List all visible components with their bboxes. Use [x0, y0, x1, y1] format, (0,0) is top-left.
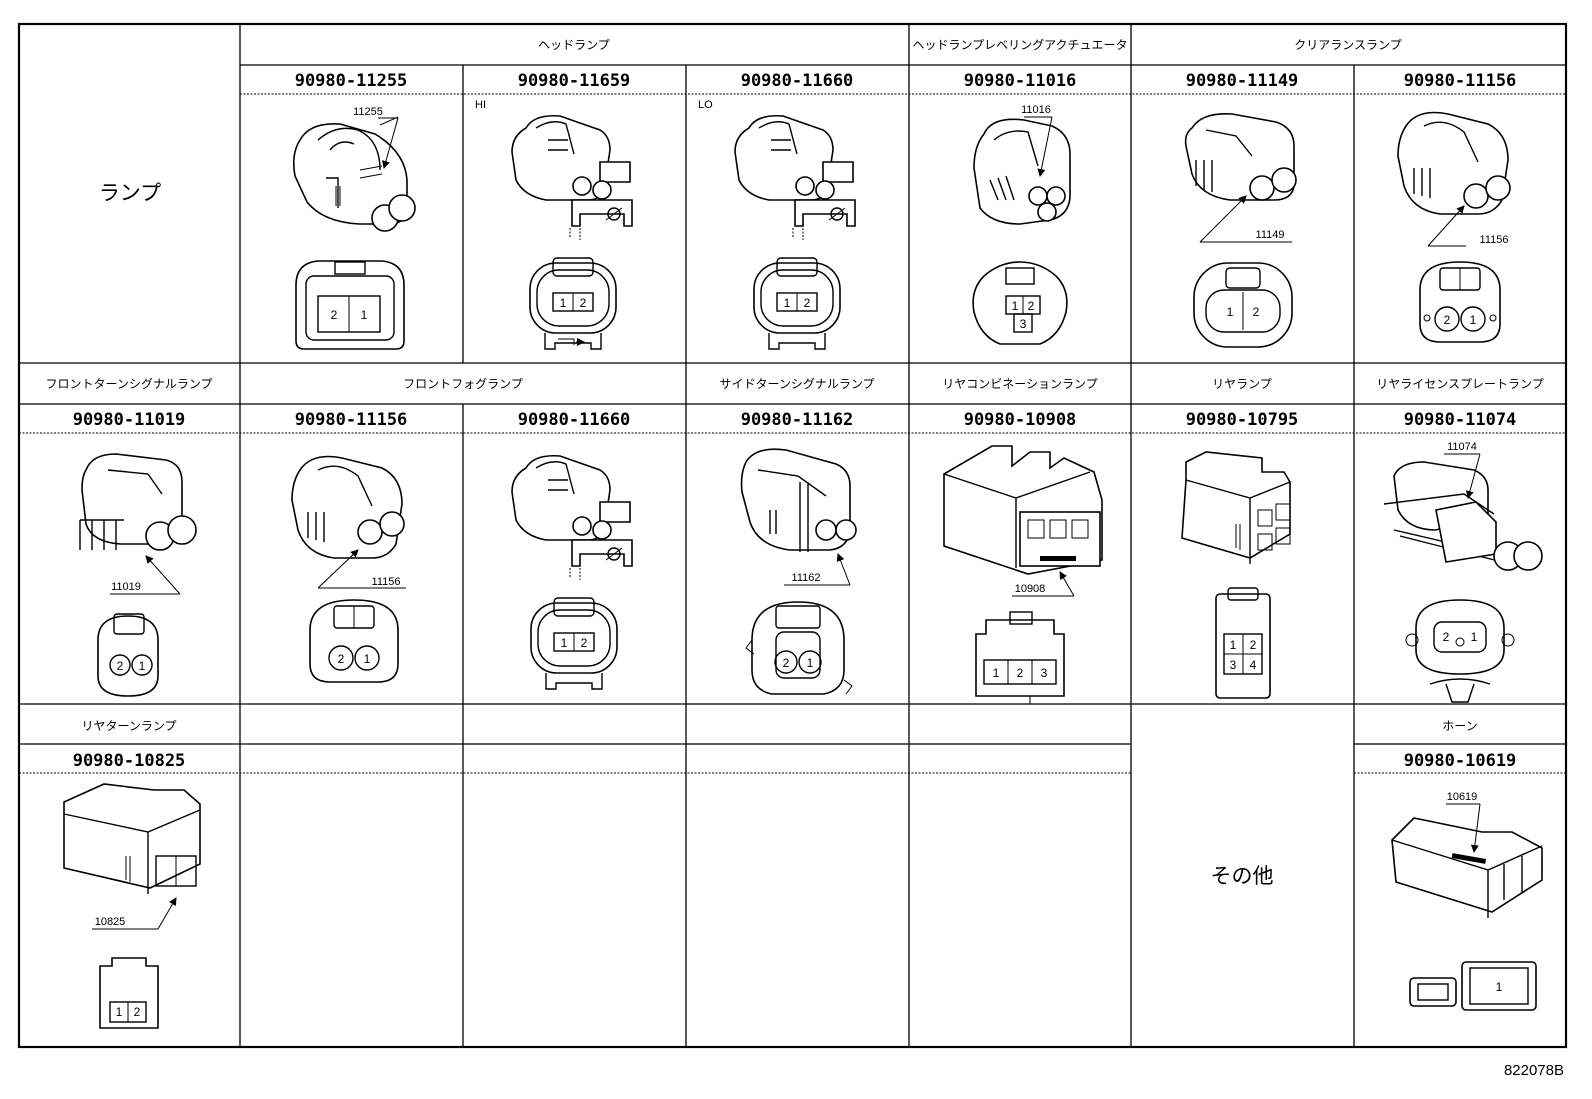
pin-10908-a: 1 [993, 666, 1000, 680]
connector-drawing-11255: 11255 2 1 [293, 106, 416, 350]
pin-10795-c: 3 [1230, 658, 1237, 672]
pin-10795-a: 1 [1230, 638, 1237, 652]
part-no-90980-10619: 90980-10619 [1404, 751, 1517, 771]
connector-label-11016: 11016 [1021, 104, 1051, 116]
connector-drawing-10795: 1 2 3 4 [1181, 451, 1291, 699]
pin-11156-fog-b: 1 [364, 652, 371, 666]
connector-label-10619: 10619 [1447, 791, 1478, 803]
connector-drawing-10825: 10825 1 2 [63, 783, 201, 1029]
part-no-90980-11156: 90980-11156 [1404, 71, 1517, 91]
pin-11149-a: 1 [1227, 305, 1234, 319]
connector-drawing-11149: 11149 1 2 [1184, 112, 1297, 348]
part-no-90980-11660: 90980-11660 [741, 71, 854, 91]
connector-label-11019: 11019 [111, 581, 141, 593]
part-no-90980-11156-fog: 90980-11156 [295, 410, 408, 430]
group-clearance-lamp: クリアランスランプ [1294, 38, 1401, 52]
group-headlamp-leveling-actuator: ヘッドランプレベリングアクチュエータ [912, 38, 1127, 52]
connector-label-11156: 11156 [1480, 234, 1509, 246]
pin-10795-b: 2 [1250, 638, 1257, 652]
group-front-fog-lamp: フロントフォグランプ [403, 377, 523, 391]
part-no-90980-11149: 90980-11149 [1186, 71, 1299, 91]
table-grid [17, 22, 1568, 1049]
part-no-90980-10795: 90980-10795 [1186, 410, 1299, 430]
pin-10908-c: 3 [1041, 666, 1048, 680]
connector-label-11156-fog: 11156 [372, 576, 401, 588]
pin-11255-b: 1 [361, 308, 368, 322]
note-lo: LO [698, 99, 713, 111]
pin-10825-a: 1 [116, 1005, 123, 1019]
pin-11016-b: 2 [1028, 299, 1035, 313]
part-no-90980-11659: 90980-11659 [518, 71, 631, 91]
connector-label-11162: 11162 [792, 572, 821, 584]
connector-drawing-11074: 11074 2 1 [1383, 441, 1543, 703]
pin-11156-fog-a: 2 [338, 652, 345, 666]
connector-drawing-11162: 11162 2 1 [740, 448, 857, 695]
pin-11162-a: 2 [783, 656, 790, 670]
connector-drawing-11016: 11016 1 2 3 [972, 104, 1071, 345]
category-other: その他 [1211, 864, 1274, 888]
part-no-90980-11016: 90980-11016 [964, 71, 1077, 91]
pin-11660-fog-b: 2 [581, 636, 588, 650]
pin-11016-a: 1 [1012, 299, 1019, 313]
group-rear-lamp: リヤランプ [1212, 377, 1272, 391]
pin-11016-c: 3 [1020, 317, 1027, 331]
pin-11660-b: 2 [804, 296, 811, 310]
part-no-90980-10908: 90980-10908 [964, 410, 1077, 430]
pin-11162-b: 1 [807, 656, 814, 670]
pin-11074-a: 2 [1443, 630, 1450, 644]
group-front-turn-signal-lamp: フロントターンシグナルランプ [45, 377, 212, 391]
pin-10908-b: 2 [1017, 666, 1024, 680]
connector-drawing-10619: 10619 1 [1391, 791, 1543, 1011]
connector-drawing-11156-fog: 11156 2 1 [291, 455, 406, 683]
pin-11156-a: 2 [1444, 313, 1451, 327]
connector-label-10908: 10908 [1015, 583, 1046, 595]
connector-drawing-11660: LO 1 2 [698, 99, 856, 350]
connector-drawing-11659: HI 1 2 [475, 99, 633, 349]
connector-label-11255: 11255 [353, 106, 383, 118]
group-rear-combination-lamp: リヤコンビネーションランプ [942, 377, 1097, 391]
note-hi: HI [475, 99, 486, 111]
pin-11659-a: 1 [560, 296, 567, 310]
pin-11019-b: 1 [139, 659, 146, 673]
part-no-90980-11255: 90980-11255 [295, 71, 408, 91]
connector-label-10825: 10825 [95, 916, 126, 928]
pin-10619-a: 1 [1496, 980, 1503, 994]
pin-10825-b: 2 [134, 1005, 141, 1019]
pin-11255-a: 2 [331, 308, 338, 322]
connector-drawing-11660-fog: 1 2 [511, 454, 633, 690]
part-no-90980-11162: 90980-11162 [741, 410, 854, 430]
group-headlamp: ヘッドランプ [538, 38, 610, 52]
part-no-90980-11074: 90980-11074 [1404, 410, 1517, 430]
connector-drawing-10908: 10908 1 2 3 [943, 445, 1103, 704]
part-no-90980-10825: 90980-10825 [73, 751, 186, 771]
category-lamp: ランプ [99, 181, 161, 205]
figure-reference: 822078B [1504, 1062, 1564, 1079]
part-no-90980-11660-fog: 90980-11660 [518, 410, 631, 430]
connector-label-11074: 11074 [1447, 441, 1477, 453]
pin-10795-d: 4 [1250, 658, 1257, 672]
pin-11660-fog-a: 1 [561, 636, 568, 650]
pin-11074-b: 1 [1471, 630, 1478, 644]
pin-11156-b: 1 [1470, 313, 1477, 327]
pin-11149-b: 2 [1253, 305, 1260, 319]
category-label-lamp: ランプ [99, 181, 161, 205]
pin-11019-a: 2 [117, 659, 124, 673]
connector-drawing-11156: 11156 2 1 [1397, 111, 1511, 343]
connector-label-11149: 11149 [1256, 229, 1285, 241]
part-no-90980-11019: 90980-11019 [73, 410, 186, 430]
group-rear-license-plate-lamp: リヤライセンスプレートランプ [1376, 377, 1543, 391]
group-rear-turn-lamp: リヤターンランプ [81, 719, 176, 733]
pin-11659-b: 2 [580, 296, 587, 310]
group-side-turn-signal-lamp: サイドターンシグナルランプ [719, 377, 874, 391]
group-horn: ホーン [1442, 719, 1477, 733]
connector-drawing-11019: 11019 2 1 [79, 453, 197, 697]
pin-11660-a: 1 [784, 296, 791, 310]
